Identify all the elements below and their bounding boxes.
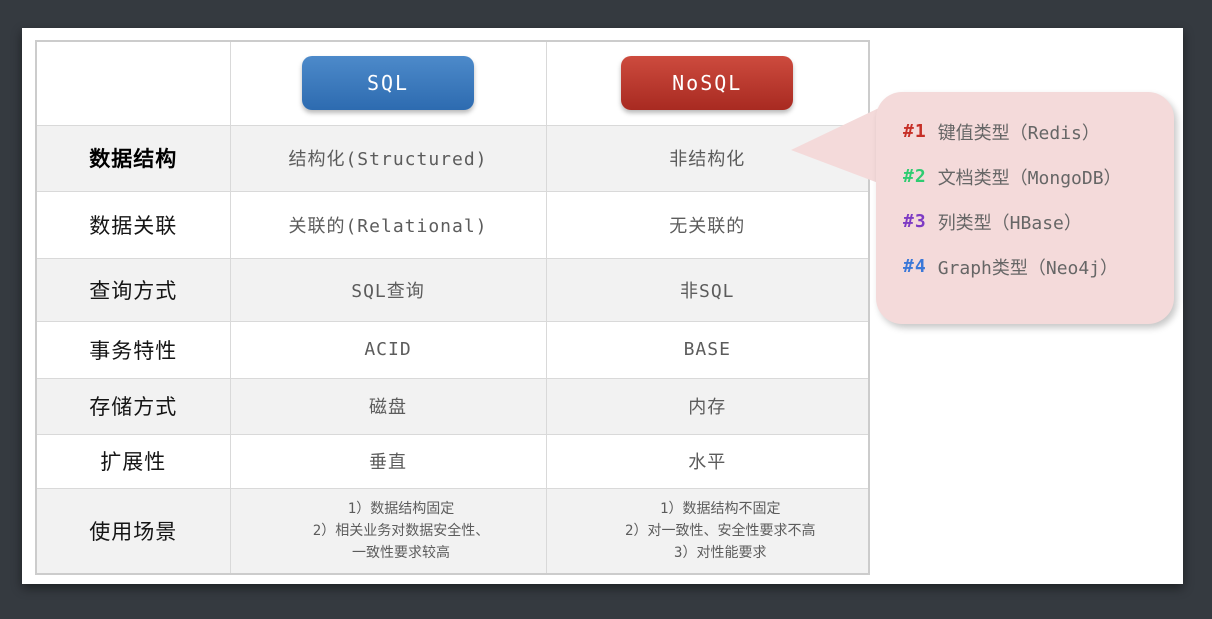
nosql-value: 内存 (545, 377, 870, 435)
row-label: 使用场景 (35, 487, 231, 575)
callout-item-document: #2 文档类型（MongoDB） (903, 154, 1174, 199)
table-row-query-method: 查询方式 SQL查询 非SQL (35, 257, 870, 322)
sql-nosql-comparison-table: SQL NoSQL 数据结构 结构化(Structured) 非结构化 数据关联… (35, 40, 870, 575)
table-row-storage: 存储方式 磁盘 内存 (35, 377, 870, 435)
rank-tag: #1 (903, 121, 927, 142)
nosql-types-callout: #1 键值类型（Redis） #2 文档类型（MongoDB） #3 列类型（H… (876, 92, 1174, 324)
callout-tail (791, 107, 881, 184)
nosql-value: 非SQL (545, 257, 870, 322)
row-label: 数据结构 (35, 124, 231, 192)
sql-header-cell: SQL (229, 40, 547, 126)
callout-item-label: 文档类型（MongoDB） (937, 167, 1122, 189)
callout-item-column: #3 列类型（HBase） (903, 199, 1174, 244)
rank-tag: #2 (903, 166, 927, 187)
row-label: 事务特性 (35, 320, 231, 379)
sql-header-pill: SQL (302, 56, 474, 111)
callout-item-key-value: #1 键值类型（Redis） (903, 109, 1174, 154)
nosql-header-cell: NoSQL (545, 40, 870, 126)
nosql-value: 水平 (545, 433, 870, 489)
use-case-line: 2）相关业务对数据安全性、 (312, 522, 490, 539)
table-row-use-cases: 使用场景 1）数据结构固定 2）相关业务对数据安全性、 一致性要求较高 1）数据… (35, 487, 870, 575)
table-row-scalability: 扩展性 垂直 水平 (35, 433, 870, 489)
callout-item-label: 列类型（HBase） (937, 212, 1082, 234)
row-label: 存储方式 (35, 377, 231, 435)
sql-value: 结构化(Structured) (229, 124, 547, 192)
rank-tag: #3 (903, 211, 927, 232)
sql-use-cases: 1）数据结构固定 2）相关业务对数据安全性、 一致性要求较高 (229, 487, 547, 575)
sql-value: 垂直 (229, 433, 547, 489)
nosql-value: BASE (545, 320, 870, 379)
sql-value: ACID (229, 320, 547, 379)
table-row-transaction: 事务特性 ACID BASE (35, 320, 870, 379)
nosql-value: 无关联的 (545, 190, 870, 259)
use-case-line: 2）对一致性、安全性要求不高 (625, 522, 816, 539)
nosql-header-pill: NoSQL (621, 56, 794, 111)
row-label: 数据关联 (35, 190, 231, 259)
callout-item-graph: #4 Graph类型（Neo4j） (903, 244, 1174, 289)
row-label: 查询方式 (35, 257, 231, 322)
use-case-line: 1）数据结构不固定 (660, 500, 781, 517)
header-row: SQL NoSQL (35, 40, 870, 126)
sql-value: 磁盘 (229, 377, 547, 435)
sql-value: 关联的(Relational) (229, 190, 547, 259)
use-case-line: 3）对性能要求 (674, 544, 767, 561)
use-case-line: 一致性要求较高 (352, 544, 450, 561)
header-empty-cell (35, 40, 231, 126)
callout-item-label: 键值类型（Redis） (937, 122, 1100, 144)
callout-item-label: Graph类型（Neo4j） (937, 257, 1119, 279)
nosql-use-cases: 1）数据结构不固定 2）对一致性、安全性要求不高 3）对性能要求 (545, 487, 870, 575)
row-label: 扩展性 (35, 433, 231, 489)
rank-tag: #4 (903, 256, 927, 277)
sql-value: SQL查询 (229, 257, 547, 322)
use-case-line: 1）数据结构固定 (347, 500, 455, 517)
table-row-data-relation: 数据关联 关联的(Relational) 无关联的 (35, 190, 870, 259)
table-row-data-structure: 数据结构 结构化(Structured) 非结构化 (35, 124, 870, 192)
